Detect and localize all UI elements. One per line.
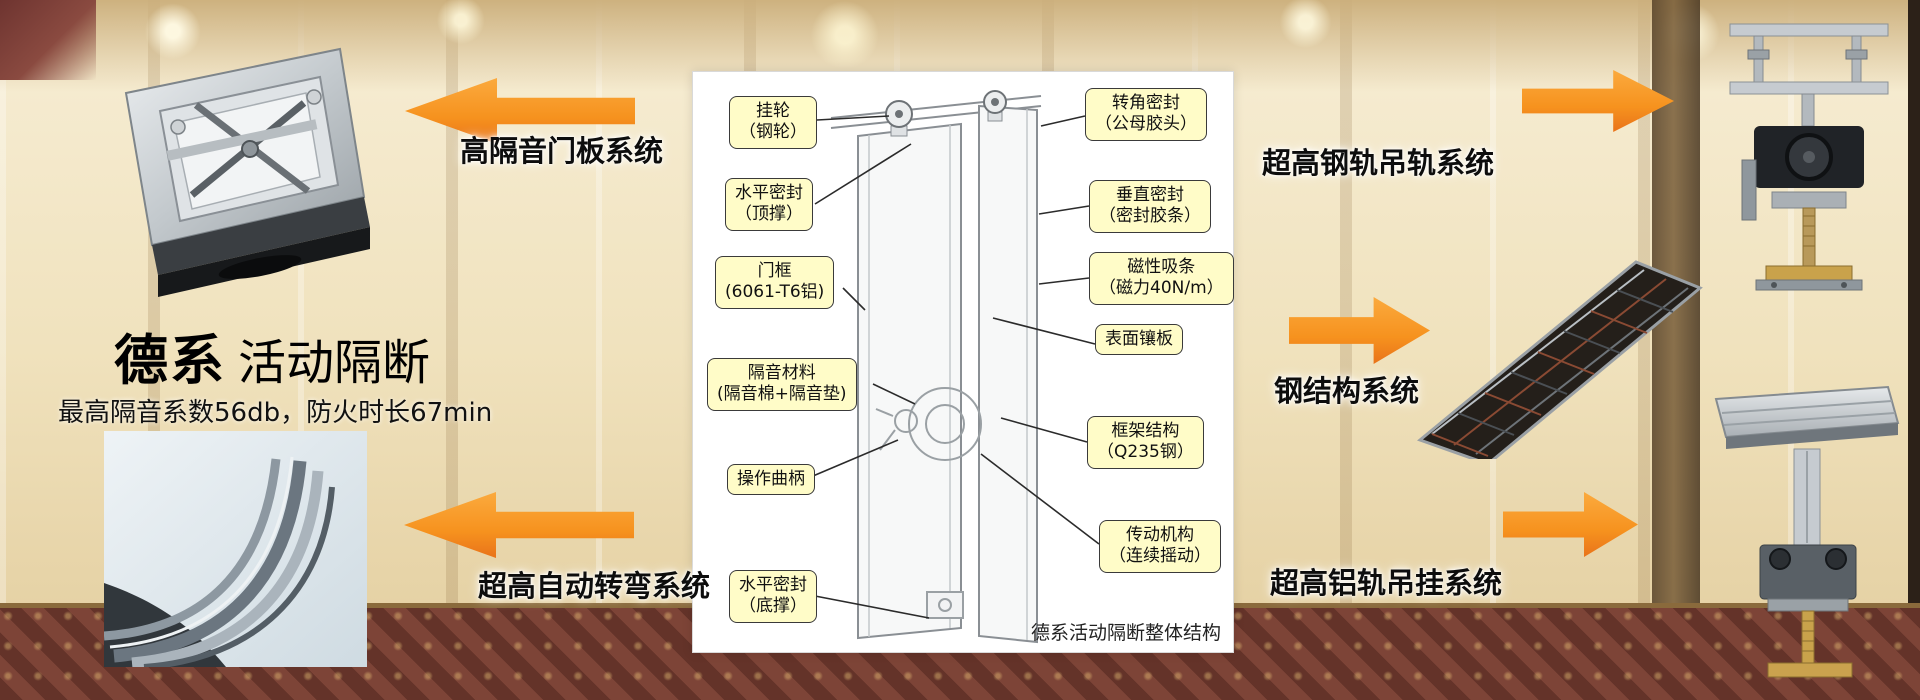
callout-line: 水平密封 xyxy=(735,183,803,203)
callout-line: （密封胶条） xyxy=(1099,206,1201,227)
partition-door-sketch xyxy=(812,90,1100,644)
callout-line: 传动机构 xyxy=(1126,525,1194,545)
alu-rail-illustration xyxy=(1714,385,1900,678)
callout-line: 隔音材料 xyxy=(747,363,816,383)
callout-line: 挂轮 xyxy=(756,101,790,121)
callout-line: (6061-T6铝) xyxy=(725,282,825,303)
callout-line: （底撑） xyxy=(739,596,807,617)
callout-line: 框架结构 xyxy=(1111,421,1180,441)
brand-title: 德系活动隔断 xyxy=(114,316,430,395)
callout-line: 磁性吸条 xyxy=(1127,257,1196,277)
callout-horizontal-seal-bottom: 水平密封（底撑） xyxy=(729,570,817,623)
callout-door-frame: 门框(6061-T6铝) xyxy=(715,256,835,309)
callout-operating-crank: 操作曲柄 xyxy=(727,464,815,496)
callout-line: 操作曲柄 xyxy=(737,469,805,489)
brand-title-regular: 活动隔断 xyxy=(238,335,431,391)
brand-title-bold: 德系 xyxy=(114,329,226,392)
callout-line: 垂直密封 xyxy=(1116,185,1184,205)
door-panel-illustration xyxy=(124,47,370,297)
callout-line: （公母胶头） xyxy=(1095,114,1197,135)
callout-magnetic-strip: 磁性吸条（磁力40N/m） xyxy=(1089,252,1234,305)
door-panel-system-label: 高隔音门板系统 xyxy=(460,134,664,168)
curved-track-illustration xyxy=(104,431,367,667)
callout-vertical-seal: 垂直密封（密封胶条） xyxy=(1089,180,1211,233)
door-panel-photo xyxy=(108,27,380,312)
steel-structure-photo xyxy=(1414,226,1708,459)
callout-line: （Q235钢） xyxy=(1097,442,1194,463)
callout-line: 表面镶板 xyxy=(1105,329,1173,349)
partition-seam-background xyxy=(1652,0,1700,700)
auto-turn-system-label: 超高自动转弯系统 xyxy=(478,569,711,603)
callout-horizontal-seal-top: 水平密封（顶撑） xyxy=(725,178,813,231)
callout-line: (隔音棉+隔音垫) xyxy=(717,384,847,405)
steel-structure-illustration xyxy=(1416,260,1703,459)
callout-line: （磁力40N/m） xyxy=(1099,278,1224,299)
callout-transmission-mechanism: 传动机构（连续摇动） xyxy=(1099,520,1221,573)
steel-rail-illustration xyxy=(1729,23,1889,291)
diagram-caption: 德系活动隔断整体结构 xyxy=(1031,622,1222,644)
right-edge-background xyxy=(1908,0,1920,700)
diagram-panel: 挂轮（钢轮） 水平密封（顶撑） 门框(6061-T6铝) 隔音材料(隔音棉+隔音… xyxy=(692,71,1234,653)
callout-line: 转角密封 xyxy=(1112,93,1180,113)
steel-structure-system-label: 钢结构系统 xyxy=(1274,374,1420,408)
callout-line: （连续摇动） xyxy=(1109,546,1211,567)
callout-hanging-wheel: 挂轮（钢轮） xyxy=(729,96,817,149)
callout-line: （钢轮） xyxy=(739,122,807,143)
callout-frame-structure: 框架结构（Q235钢） xyxy=(1087,416,1204,469)
callout-surface-panel: 表面镶板 xyxy=(1095,324,1183,356)
alu-rail-system-label: 超高铝轨吊挂系统 xyxy=(1270,566,1503,600)
callout-line: 门框 xyxy=(757,261,792,281)
callout-soundproof-material: 隔音材料(隔音棉+隔音垫) xyxy=(707,358,857,411)
steel-rail-system-label: 超高钢轨吊轨系统 xyxy=(1262,146,1495,180)
callout-line: 水平密封 xyxy=(739,575,807,595)
corner-wall-background xyxy=(0,0,96,80)
callout-corner-seal: 转角密封（公母胶头） xyxy=(1085,88,1207,141)
brand-subtitle: 最高隔音系数56db，防火时长67min xyxy=(58,398,493,428)
curved-track-photo xyxy=(104,431,367,667)
alu-rail-photo xyxy=(1702,373,1910,691)
callout-line: （顶撑） xyxy=(735,204,803,225)
steel-rail-photo xyxy=(1702,10,1916,316)
